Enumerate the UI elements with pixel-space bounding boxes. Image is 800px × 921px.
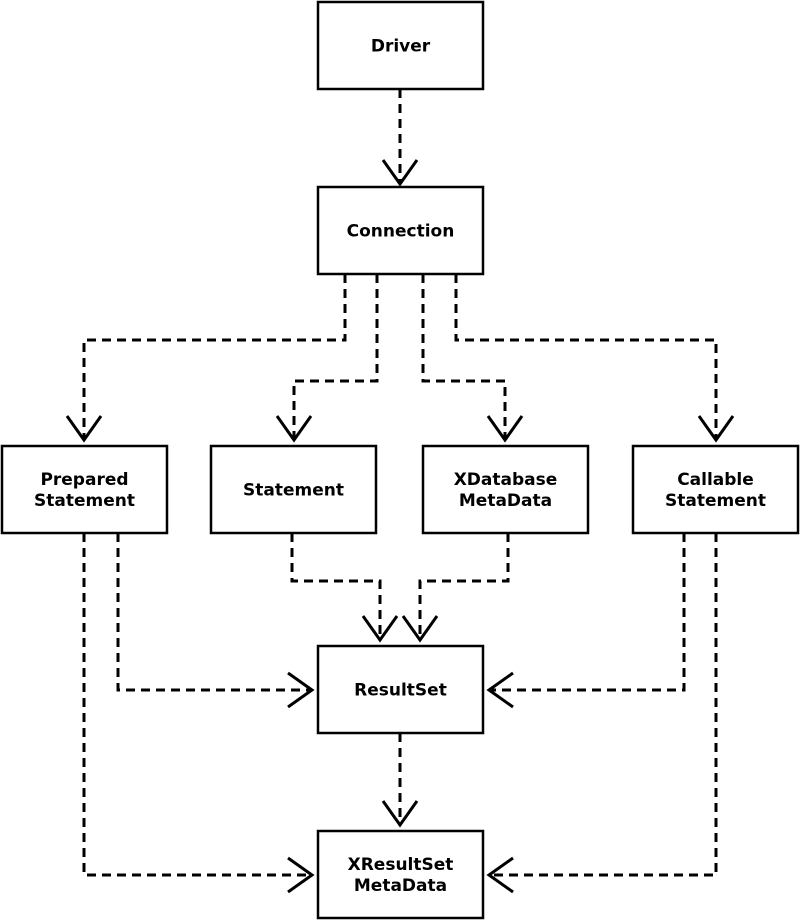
- edge-callable-statement-to-resultset: [486, 533, 686, 709]
- edge-statement-to-resultset: [290, 533, 399, 643]
- node-label: XResultSet: [348, 855, 454, 875]
- node-label: ResultSet: [354, 681, 447, 701]
- open-arrowhead-icon: [697, 415, 735, 443]
- edge-line: [421, 274, 507, 440]
- node-label: Statement: [243, 481, 344, 501]
- node-box: [0, 444, 169, 535]
- node-box: [631, 444, 800, 535]
- edge-line: [116, 533, 312, 692]
- node-label: MetaData: [459, 491, 552, 511]
- edge-driver-to-connection: [381, 89, 419, 187]
- open-arrowhead-icon: [381, 159, 419, 187]
- open-arrowhead-icon: [381, 800, 419, 828]
- edge-line: [418, 533, 510, 640]
- edge-prepared-statement-to-xresultset-metadata: [82, 533, 315, 894]
- node-label: Connection: [347, 222, 455, 242]
- node-label: Statement: [665, 491, 766, 511]
- node-box: [209, 444, 378, 535]
- node-label: XDatabase: [454, 470, 558, 490]
- node-label: Prepared: [40, 470, 128, 490]
- open-arrowhead-icon: [287, 671, 315, 709]
- node-driver: Driver: [316, 0, 485, 91]
- edge-line: [292, 274, 379, 440]
- node-label: Driver: [371, 37, 431, 57]
- node-statement: Statement: [209, 444, 378, 535]
- open-arrowhead-icon: [486, 856, 514, 894]
- edge-line: [489, 533, 686, 692]
- edge-connection-to-prepared-statement: [65, 274, 347, 443]
- node-connection: Connection: [316, 185, 485, 276]
- edge-line: [454, 274, 718, 440]
- open-arrowhead-icon: [275, 415, 313, 443]
- open-arrowhead-icon: [65, 415, 103, 443]
- node-resultset: ResultSet: [316, 644, 485, 735]
- edge-line: [82, 274, 347, 440]
- edge-connection-to-statement: [275, 274, 379, 443]
- node-box: [421, 444, 590, 535]
- node-label: Callable: [677, 470, 754, 490]
- node-box: [316, 185, 485, 276]
- open-arrowhead-icon: [287, 856, 315, 894]
- edges-layer: [65, 89, 735, 894]
- edge-xdatabase-metadata-to-resultset: [401, 533, 510, 643]
- node-label: Statement: [34, 491, 135, 511]
- edge-prepared-statement-to-resultset: [116, 533, 315, 709]
- node-box: [316, 0, 485, 91]
- edge-callable-statement-to-xresultset-metadata: [486, 533, 718, 894]
- open-arrowhead-icon: [486, 415, 524, 443]
- open-arrowhead-icon: [486, 671, 514, 709]
- open-arrowhead-icon: [361, 615, 399, 643]
- node-box: [316, 644, 485, 735]
- node-label: MetaData: [354, 876, 447, 896]
- edge-resultset-to-xresultset-metadata: [381, 733, 419, 828]
- edge-connection-to-callable-statement: [454, 274, 735, 443]
- edge-line: [489, 533, 718, 877]
- node-box: [316, 829, 485, 920]
- edge-line: [82, 533, 312, 877]
- open-arrowhead-icon: [401, 615, 439, 643]
- edge-connection-to-xdatabase-metadata: [421, 274, 524, 443]
- edge-line: [290, 533, 382, 640]
